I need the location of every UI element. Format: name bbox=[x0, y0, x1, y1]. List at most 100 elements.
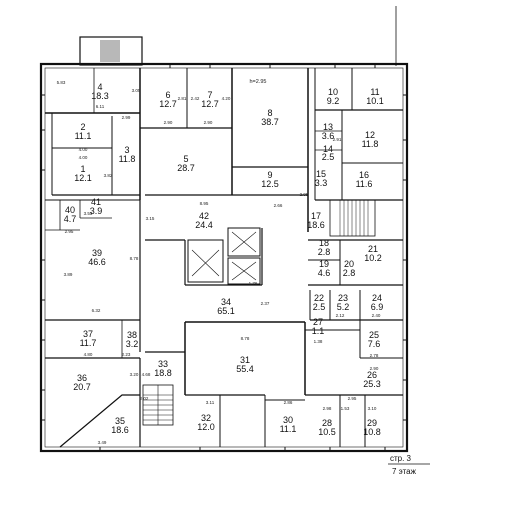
dimension-labels: 5.83 3.05 6.11 2.81 4.20 2.90 2.90 2.99 … bbox=[57, 80, 381, 445]
room-area: 18.8 bbox=[154, 368, 172, 378]
room-area: 18.6 bbox=[111, 425, 129, 435]
room-area: 2.8 bbox=[343, 268, 356, 278]
sheet-info: стр. 3 7 этаж bbox=[388, 454, 430, 476]
room-area: 11.1 bbox=[75, 131, 92, 141]
room-area: 12.5 bbox=[261, 179, 279, 189]
room-number: 20 bbox=[344, 259, 354, 269]
room-number: 41 bbox=[91, 197, 101, 207]
room-number: 3 bbox=[124, 145, 129, 155]
room-area: 38.7 bbox=[261, 117, 279, 127]
room-number: 11 bbox=[370, 87, 379, 97]
room-number: 13 bbox=[323, 122, 333, 132]
dimension: 2.90 bbox=[164, 120, 173, 125]
room-number: 16 bbox=[359, 170, 369, 180]
room-area: 9.2 bbox=[327, 96, 340, 106]
room-number: 38 bbox=[127, 330, 137, 340]
room-area: 55.4 bbox=[236, 364, 254, 374]
room-area: 3.2 bbox=[126, 339, 139, 349]
room-area: 3.3 bbox=[315, 178, 328, 188]
dimension: 2.66 bbox=[274, 203, 283, 208]
elevator-shafts bbox=[187, 227, 261, 285]
dimension: 4.68 bbox=[142, 372, 151, 377]
dimension: 1.76 bbox=[249, 281, 258, 286]
dimension: 2.42 bbox=[191, 96, 200, 101]
room-number: 10 bbox=[328, 87, 338, 97]
room-number: 4 bbox=[97, 82, 102, 92]
room-number: 18 bbox=[319, 238, 329, 248]
room-area: 7.6 bbox=[368, 339, 381, 349]
dimension: 3.05 bbox=[132, 88, 141, 93]
room-number: 19 bbox=[319, 259, 329, 269]
room-area: 2.5 bbox=[313, 302, 326, 312]
dimension: 2.95 bbox=[65, 229, 74, 234]
dimension: 3.82 bbox=[104, 173, 113, 178]
room-number: 27 bbox=[313, 317, 323, 327]
room-area: 11.8 bbox=[362, 139, 379, 149]
exterior-walls bbox=[39, 62, 409, 453]
room-area: 28.7 bbox=[177, 163, 195, 173]
room-area: 24.4 bbox=[195, 220, 213, 230]
dimension: 5.83 bbox=[57, 80, 66, 85]
dimension: 1.53 bbox=[341, 406, 350, 411]
room-area: 12.0 bbox=[197, 422, 215, 432]
dimension: 2.12 bbox=[336, 313, 345, 318]
room-area: 11.1 bbox=[280, 424, 297, 434]
room-number: 28 bbox=[322, 418, 332, 428]
ceiling-height: h=2.95 bbox=[250, 79, 267, 85]
dimension: 2.02 bbox=[140, 396, 149, 401]
room-number: 22 bbox=[314, 293, 324, 303]
room-number: 30 bbox=[283, 415, 293, 425]
room-number: 12 bbox=[365, 130, 375, 140]
room-area: 11.7 bbox=[80, 338, 97, 348]
room-area: 12.1 bbox=[74, 173, 92, 183]
room-number: 31 bbox=[240, 355, 250, 365]
room-number: 26 bbox=[367, 370, 377, 380]
room-number: 29 bbox=[367, 418, 377, 428]
room-number: 37 bbox=[83, 329, 93, 339]
dimension: 2.95 bbox=[300, 192, 309, 197]
dimension: 3.11 bbox=[206, 400, 215, 405]
room-number: 40 bbox=[65, 205, 75, 215]
dimension: 8.78 bbox=[241, 336, 250, 341]
interior-walls bbox=[45, 68, 403, 448]
room-number: 39 bbox=[92, 248, 102, 258]
page-number: стр. 3 bbox=[390, 454, 412, 463]
room-area: 12.7 bbox=[201, 99, 219, 109]
room-number: 1 bbox=[80, 164, 85, 174]
dimension: 3.89 bbox=[64, 272, 73, 277]
room-number: 32 bbox=[201, 413, 211, 423]
dimension: 2.86 bbox=[284, 400, 293, 405]
stairs-bottom bbox=[142, 384, 174, 426]
dimension: 4.00 bbox=[79, 147, 88, 152]
dimension: 8.95 bbox=[200, 201, 209, 206]
dimension: 2.90 bbox=[370, 366, 379, 371]
room-number: 35 bbox=[115, 416, 125, 426]
room-area: 11.8 bbox=[119, 154, 136, 164]
room-number: 34 bbox=[221, 297, 231, 307]
room-number: 7 bbox=[207, 90, 212, 100]
top-stair-annex bbox=[79, 36, 143, 66]
room-area: 1.1 bbox=[312, 326, 325, 336]
dimension: 3.15 bbox=[146, 216, 155, 221]
room-number: 6 bbox=[165, 90, 170, 100]
room-area: 10.8 bbox=[363, 427, 381, 437]
room-labels: 4 18.3 6 12.7 7 12.7 8 38.7 10 9.2 11 10… bbox=[64, 82, 384, 437]
dimension: 3.20 bbox=[130, 372, 139, 377]
windows bbox=[41, 64, 407, 451]
room-number: 25 bbox=[369, 330, 379, 340]
room-area: 3.6 bbox=[322, 131, 335, 141]
room-area: 25.3 bbox=[363, 379, 381, 389]
room-number: 23 bbox=[338, 293, 348, 303]
room-area: 18.3 bbox=[91, 91, 109, 101]
stairs-room17 bbox=[329, 199, 376, 237]
dimension: 2.99 bbox=[122, 115, 131, 120]
room-number: 9 bbox=[267, 170, 272, 180]
room-number: 15 bbox=[316, 169, 326, 179]
room-area: 2.8 bbox=[318, 247, 331, 257]
room-area: 6.9 bbox=[371, 302, 384, 312]
room-area: 2.5 bbox=[322, 152, 335, 162]
room-number: 8 bbox=[267, 108, 272, 118]
room-area: 20.7 bbox=[73, 382, 91, 392]
floor-label: 7 этаж bbox=[392, 467, 417, 476]
